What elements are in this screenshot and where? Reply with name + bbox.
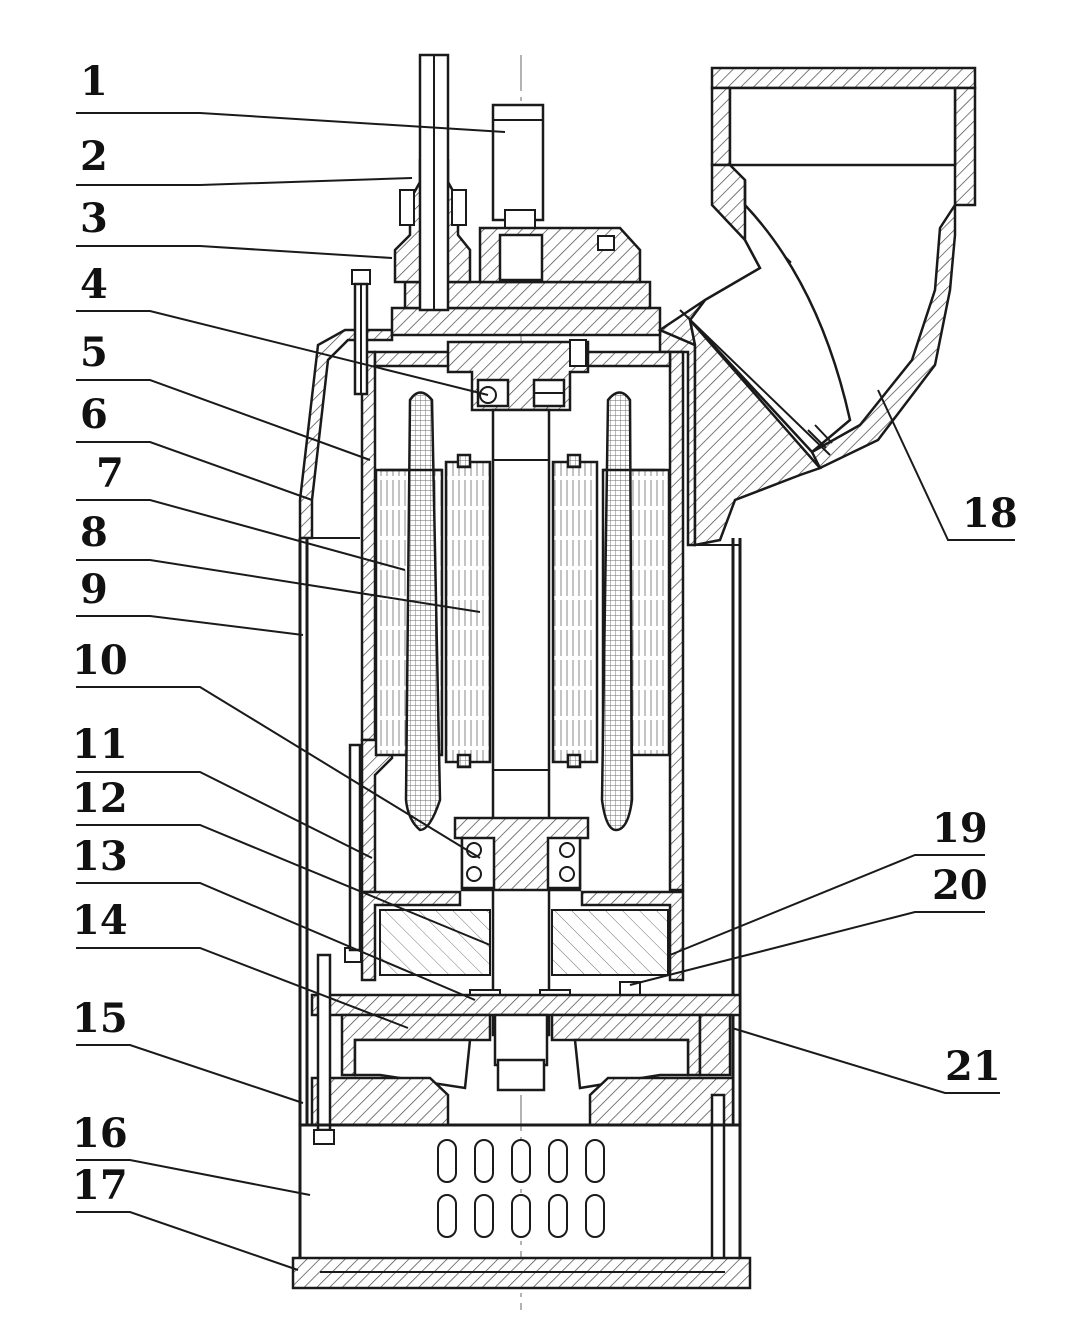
leader-7 (76, 499, 406, 571)
leader-13 (76, 882, 476, 1001)
part-label-19: 19 (932, 805, 988, 852)
leader-8 (76, 559, 481, 613)
part-label-8: 8 (80, 509, 108, 556)
part-label-7: 7 (96, 450, 124, 497)
leader-16 (76, 1159, 311, 1196)
part-label-20: 20 (932, 862, 988, 909)
bearing-housing (360, 890, 685, 982)
leader-6 (76, 441, 313, 501)
part-label-5: 5 (80, 329, 108, 376)
leader-10 (76, 686, 481, 859)
part-label-21: 21 (945, 1043, 1001, 1090)
part-label-4: 4 (80, 261, 108, 308)
leader-19 (669, 854, 985, 956)
part-label-13: 13 (72, 833, 128, 880)
pump-casing (310, 993, 742, 1127)
part-label-11: 11 (72, 721, 128, 768)
discharge-elbow (657, 66, 977, 547)
leader-5 (76, 379, 371, 461)
part-label-12: 12 (72, 775, 128, 822)
shaft (491, 408, 551, 1037)
part-label-10: 10 (72, 637, 128, 684)
leader-21 (731, 1027, 1000, 1094)
leader-15 (76, 1044, 304, 1104)
leader-3 (76, 245, 393, 259)
tie-bolts (313, 743, 729, 1280)
strainer-slots (437, 1139, 605, 1238)
part-label-18: 18 (962, 490, 1018, 537)
part-label-3: 3 (80, 195, 108, 242)
leader-1 (76, 112, 506, 133)
part-label-1: 1 (80, 58, 108, 105)
leader-11 (76, 771, 373, 859)
rotor (444, 453, 599, 769)
leader-9 (76, 615, 304, 636)
leader-20 (629, 911, 985, 986)
upper-bearing (446, 339, 590, 412)
leader-lines (76, 112, 1015, 1271)
part-label-16: 16 (72, 1110, 128, 1157)
lower-bearing (453, 816, 590, 892)
part-label-17: 17 (72, 1162, 128, 1209)
leader-2 (76, 177, 413, 186)
part-label-2: 2 (80, 133, 108, 180)
leader-12 (76, 824, 491, 946)
stator (374, 391, 671, 832)
leader-4 (76, 310, 489, 396)
part-label-9: 9 (80, 566, 108, 613)
part-label-14: 14 (72, 897, 128, 944)
strainer-base (291, 1123, 752, 1290)
part-label-15: 15 (72, 995, 128, 1042)
part-label-6: 6 (80, 391, 108, 438)
leader-17 (76, 1211, 299, 1271)
lifting-handle (478, 103, 642, 284)
part-labels: 1 2 3 4 5 6 7 8 9 10 11 12 13 14 15 16 1… (72, 58, 1018, 1209)
leader-18 (877, 389, 1015, 541)
cable-gland (393, 53, 472, 312)
leader-14 (76, 947, 409, 1029)
